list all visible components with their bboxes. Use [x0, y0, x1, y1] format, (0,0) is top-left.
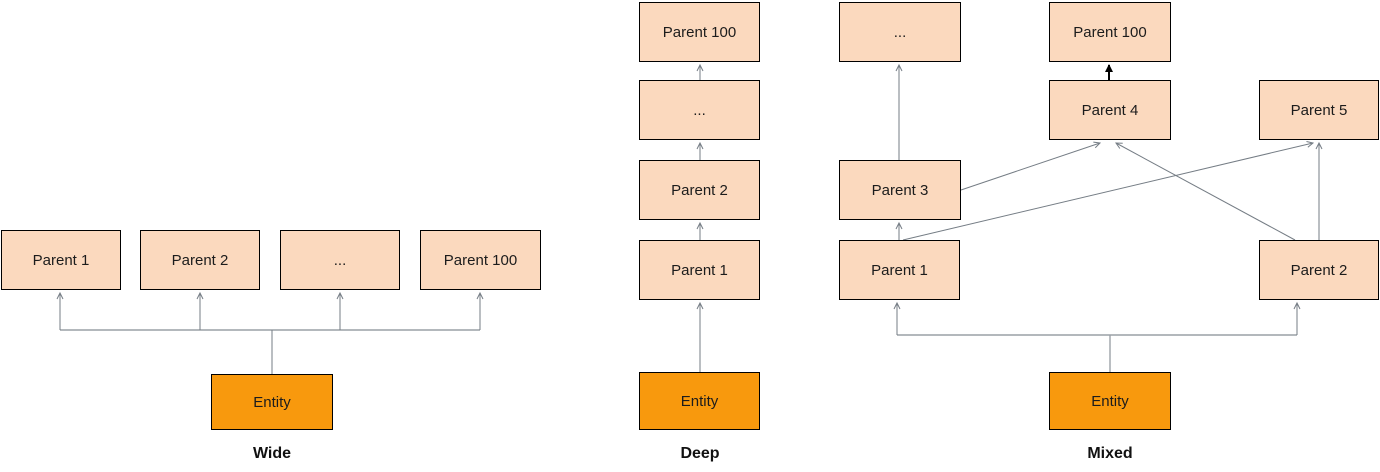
- mixed-edge-parent1-parent5: [902, 140, 1315, 241]
- deep-parent-1-node: Parent 1: [639, 240, 760, 300]
- wide-parent-100-node: Parent 100: [420, 230, 541, 290]
- wide-entity-node: Entity: [211, 374, 333, 430]
- deep-entity-node: Entity: [639, 372, 760, 430]
- mixed-parent-5-node: Parent 5: [1259, 80, 1379, 140]
- mixed-parent-1-node: Parent 1: [839, 240, 960, 300]
- mixed-parent-2-node: Parent 2: [1259, 240, 1379, 300]
- deep-parent-2-node: Parent 2: [639, 160, 760, 220]
- mixed-edge-parent3-parent4: [960, 141, 1102, 191]
- wide-ellipsis-node: ...: [280, 230, 400, 290]
- mixed-ellipsis-node: ...: [839, 2, 961, 62]
- mixed-parent-4-node: Parent 4: [1049, 80, 1171, 140]
- wide-parent-2-node: Parent 2: [140, 230, 260, 290]
- mixed-edge-parent2-parent4: [1115, 142, 1296, 241]
- wide-caption: Wide: [252, 445, 292, 462]
- deep-caption: Deep: [680, 445, 720, 462]
- deep-parent-100-node: Parent 100: [639, 2, 760, 62]
- mixed-parent-100-node: Parent 100: [1049, 2, 1171, 62]
- wide-parent-1-node: Parent 1: [1, 230, 121, 290]
- deep-ellipsis-node: ...: [639, 80, 760, 140]
- mixed-parent-3-node: Parent 3: [839, 160, 961, 220]
- mixed-caption: Mixed: [1087, 445, 1133, 462]
- mixed-entity-node: Entity: [1049, 372, 1171, 430]
